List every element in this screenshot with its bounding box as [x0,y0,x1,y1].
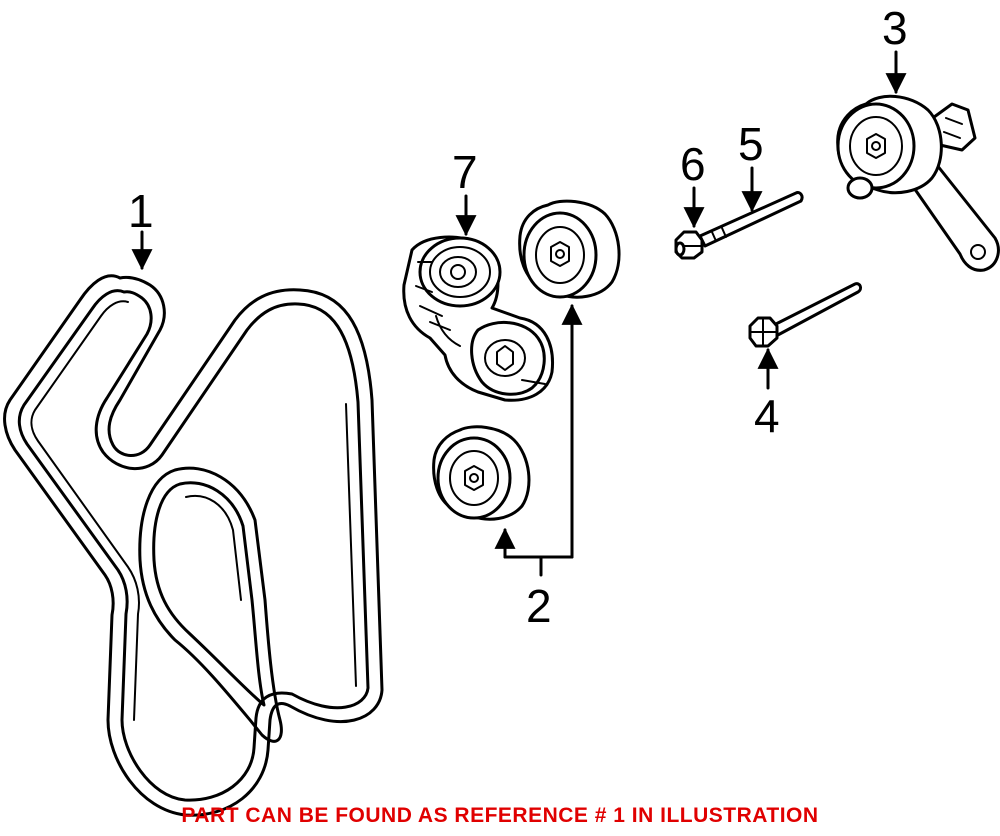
callout-1[interactable]: 1 [128,185,154,271]
nut[interactable] [674,230,704,260]
callout-6-label: 6 [680,138,706,190]
reference-caption: PART CAN BE FOUND AS REFERENCE # 1 IN IL… [181,804,819,827]
tensioner-with-arm[interactable] [836,94,1000,272]
callout-7-label: 7 [452,146,478,198]
serpentine-belt[interactable] [3,274,384,817]
callout-2-bracket [503,555,574,577]
idler-pulley-upper[interactable] [518,199,621,299]
callout-4-label: 4 [754,390,780,442]
belt-tensioner-assembly[interactable] [402,235,555,402]
callout-3[interactable]: 3 [882,2,908,95]
callout-1-label: 1 [128,185,154,237]
callout-3-label: 3 [882,2,908,54]
callout-5[interactable]: 5 [738,118,764,213]
bolt[interactable] [748,282,863,348]
stud-bolt[interactable] [698,191,804,248]
callout-7[interactable]: 7 [452,146,478,237]
idler-pulley-lower[interactable] [432,425,531,521]
callout-6[interactable]: 6 [680,138,706,229]
callout-2[interactable]: 2 [494,303,583,632]
callout-5-label: 5 [738,118,764,170]
callout-4[interactable]: 4 [754,347,780,442]
callout-2-label: 2 [526,580,552,632]
